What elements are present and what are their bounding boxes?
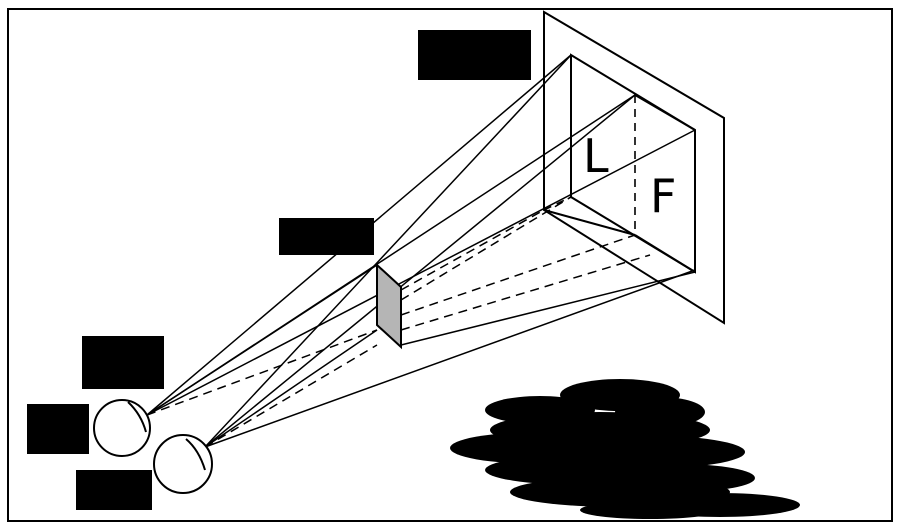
redacted-label-screen	[418, 30, 531, 80]
screen-inner-edges	[543, 94, 696, 273]
redacted-label-aperture	[279, 218, 374, 255]
eye-upper	[93, 399, 151, 457]
sight-lines-dashed	[146, 196, 651, 448]
redacted-label-lower-eye	[76, 470, 152, 510]
redacted-label-left-eye	[27, 404, 89, 454]
screen-letter-left: L	[583, 129, 609, 183]
screen-letter-right: F	[650, 169, 676, 223]
aperture-slit	[376, 262, 402, 350]
figure-border	[7, 8, 893, 522]
screen-outer-panel	[543, 10, 725, 325]
scribble-redaction	[450, 379, 800, 519]
redacted-label-upper-eye	[82, 336, 164, 389]
eye-lower	[153, 434, 213, 494]
